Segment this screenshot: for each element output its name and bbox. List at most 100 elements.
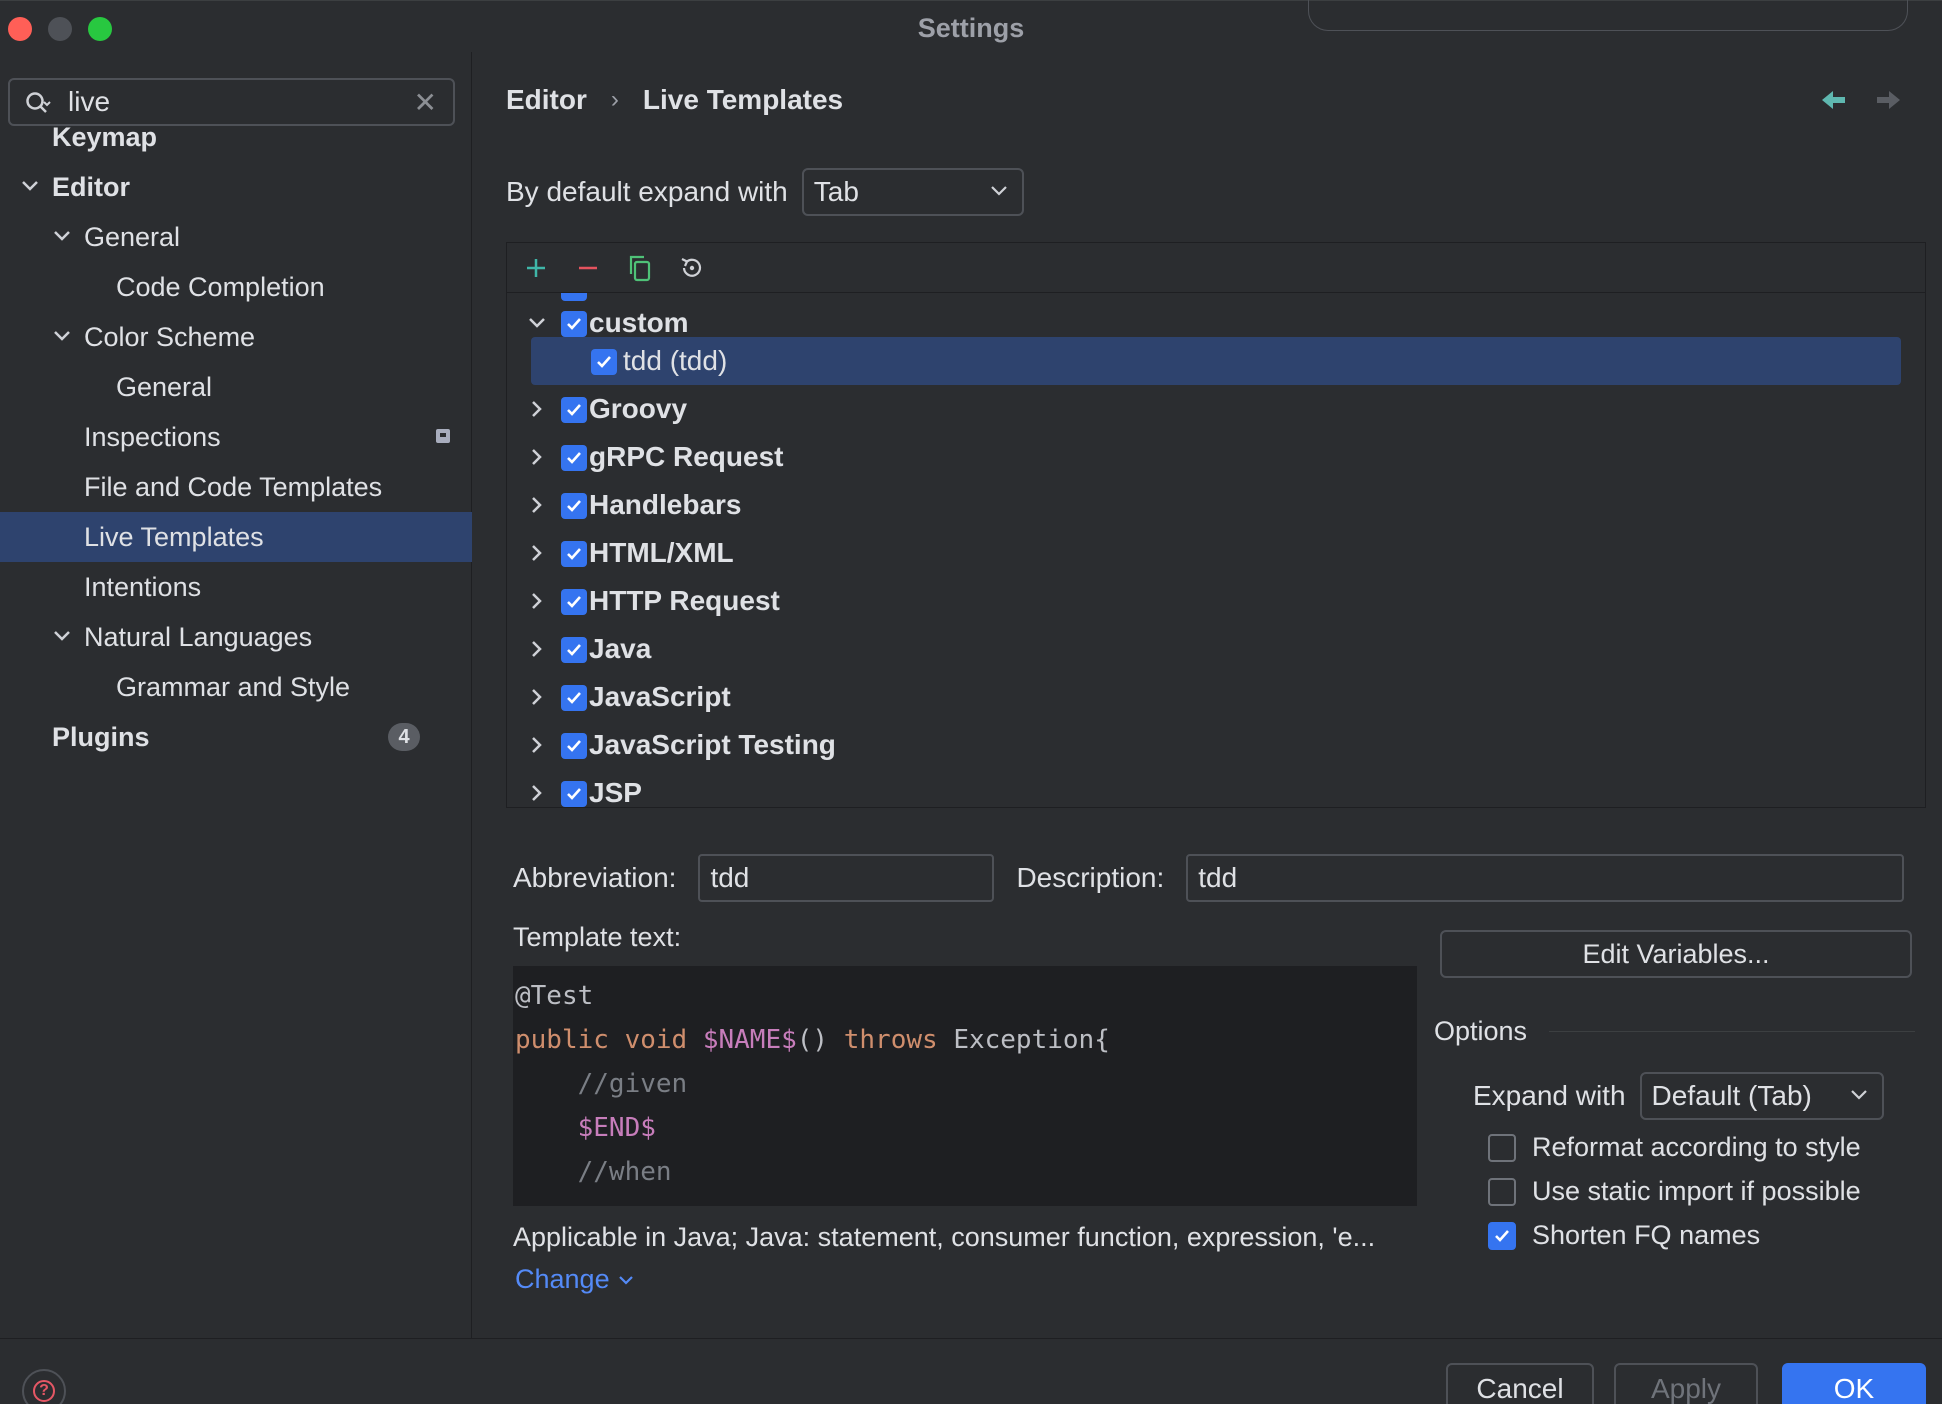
- tree-group-grpc-request[interactable]: gRPC Request: [507, 433, 1925, 481]
- tree-group-handlebars[interactable]: Handlebars: [507, 481, 1925, 529]
- chevron-down-icon[interactable]: [52, 612, 72, 662]
- expand-with-dropdown[interactable]: Default (Tab): [1639, 1072, 1884, 1120]
- restore-icon[interactable]: [677, 253, 707, 283]
- tree-row-label: JSP: [589, 777, 642, 807]
- checkbox-unchecked-icon[interactable]: [1488, 1133, 1516, 1162]
- maximize-window-button[interactable]: [88, 17, 112, 41]
- chevron-right-icon[interactable]: [527, 783, 547, 803]
- copy-icon[interactable]: [625, 253, 655, 283]
- sidebar-item-editor[interactable]: Editor: [0, 162, 472, 212]
- edit-variables-button[interactable]: Edit Variables...: [1440, 930, 1912, 978]
- default-expand-dropdown[interactable]: Tab: [801, 168, 1024, 216]
- tree-group-jsp[interactable]: JSP: [507, 769, 1925, 807]
- description-field[interactable]: tdd: [1186, 854, 1905, 902]
- plus-icon[interactable]: [521, 253, 551, 283]
- chevron-right-icon[interactable]: [527, 735, 547, 755]
- checkbox-checked-icon[interactable]: [561, 493, 587, 519]
- code-keyword: throws: [843, 1025, 954, 1055]
- options-title: Options: [1434, 1016, 1528, 1046]
- search-input[interactable]: live: [68, 86, 111, 117]
- sidebar-item-code-completion[interactable]: Code Completion: [0, 262, 472, 312]
- tree-row-label: Java: [589, 633, 652, 664]
- chevron-down-icon[interactable]: [20, 162, 40, 212]
- checkbox-checked-icon[interactable]: [561, 733, 587, 759]
- abbreviation-field[interactable]: tdd: [698, 854, 995, 902]
- tree-row-label: JavaScript Testing: [589, 729, 836, 760]
- sidebar-item-label: General: [84, 222, 181, 252]
- change-link-label: Change: [515, 1264, 610, 1294]
- code-line: $END$: [515, 1113, 656, 1143]
- close-window-button[interactable]: [8, 17, 32, 41]
- tree-item-tdd[interactable]: tdd (tdd): [531, 337, 1901, 385]
- sidebar-item-general[interactable]: General: [0, 212, 472, 262]
- checkbox-checked-icon[interactable]: [561, 781, 587, 807]
- checkbox-checked-icon[interactable]: [561, 397, 587, 423]
- chevron-right-icon[interactable]: [527, 399, 547, 419]
- checkbox-checked-icon[interactable]: [561, 311, 587, 337]
- abbreviation-value: tdd: [710, 862, 750, 893]
- checkbox-checked-icon[interactable]: [561, 445, 587, 471]
- checkbox-checked-icon[interactable]: [1488, 1221, 1516, 1250]
- arrow-right-icon[interactable]: [1874, 88, 1902, 112]
- chevron-right-icon[interactable]: [527, 543, 547, 563]
- breadcrumb-editor[interactable]: Editor: [506, 84, 587, 115]
- chevron-right-icon[interactable]: [527, 591, 547, 611]
- cancel-button[interactable]: Cancel: [1446, 1363, 1594, 1404]
- settings-main-panel: Editor › Live Templates By default expan…: [473, 52, 1942, 1338]
- chevron-down-icon[interactable]: [52, 212, 72, 262]
- tree-group-java[interactable]: Java: [507, 625, 1925, 673]
- tree-group-javascript-testing[interactable]: JavaScript Testing: [507, 721, 1925, 769]
- tree-group-custom[interactable]: custom: [507, 299, 1925, 347]
- sidebar-item-label: Color Scheme: [84, 322, 256, 352]
- tree-group-groovy[interactable]: Groovy: [507, 385, 1925, 433]
- sidebar-item-natural-languages[interactable]: Natural Languages: [0, 612, 472, 662]
- chevron-down-icon: [990, 186, 1007, 196]
- apply-button[interactable]: Apply: [1614, 1363, 1758, 1404]
- tree-group-html-xml[interactable]: HTML/XML: [507, 529, 1925, 577]
- tree-group-javascript[interactable]: JavaScript: [507, 673, 1925, 721]
- shorten-fq-checkbox-row[interactable]: Shorten FQ names: [1488, 1220, 1760, 1251]
- sidebar-item-intentions[interactable]: Intentions: [0, 562, 472, 612]
- template-text-editor[interactable]: @Test public void $NAME$() throws Except…: [513, 966, 1417, 1206]
- tree-row-label: JavaScript: [589, 681, 731, 712]
- checkbox-checked-icon[interactable]: [561, 541, 587, 567]
- tree-group-http-request[interactable]: HTTP Request: [507, 577, 1925, 625]
- settings-search-field[interactable]: live ✕: [8, 78, 455, 126]
- chevron-right-icon[interactable]: [527, 495, 547, 515]
- templates-tree-panel: custom tdd (tdd) Groovy gRPC Request Han…: [506, 242, 1926, 808]
- checkbox-unchecked-icon[interactable]: [1488, 1177, 1516, 1206]
- help-button[interactable]: ?: [22, 1369, 66, 1404]
- minimize-window-button[interactable]: [48, 17, 72, 41]
- templates-tree: custom tdd (tdd) Groovy gRPC Request Han…: [507, 293, 1925, 807]
- arrow-left-icon[interactable]: [1820, 88, 1848, 112]
- chevron-down-icon[interactable]: [52, 312, 72, 362]
- chevron-right-icon[interactable]: [527, 687, 547, 707]
- templates-toolbar: [507, 243, 1925, 293]
- sidebar-item-inspections[interactable]: Inspections: [0, 412, 472, 462]
- reformat-checkbox-row[interactable]: Reformat according to style: [1488, 1132, 1861, 1163]
- sidebar-item-live-templates[interactable]: Live Templates: [0, 512, 472, 562]
- chevron-down-icon[interactable]: [527, 313, 547, 333]
- checkbox-checked-icon[interactable]: [561, 637, 587, 663]
- sidebar-item-label: Code Completion: [116, 272, 325, 302]
- ok-button[interactable]: OK: [1782, 1363, 1926, 1404]
- sidebar-item-plugins[interactable]: Plugins 4: [0, 712, 472, 762]
- static-import-checkbox-row[interactable]: Use static import if possible: [1488, 1176, 1861, 1207]
- sidebar-item-keymap[interactable]: Keymap: [0, 112, 472, 162]
- template-text-label: Template text:: [513, 922, 682, 952]
- expand-with-row: Expand with Default (Tab): [1473, 1072, 1884, 1120]
- change-context-link[interactable]: Change: [515, 1264, 634, 1295]
- sidebar-item-label: Plugins: [52, 722, 150, 752]
- checkbox-checked-icon[interactable]: [561, 589, 587, 615]
- clear-search-icon[interactable]: ✕: [413, 87, 437, 118]
- sidebar-item-grammar-style[interactable]: Grammar and Style: [0, 662, 472, 712]
- sidebar-item-color-scheme-general[interactable]: General: [0, 362, 472, 412]
- chevron-right-icon[interactable]: [527, 639, 547, 659]
- chevron-right-icon[interactable]: [527, 447, 547, 467]
- minus-icon[interactable]: [573, 253, 603, 283]
- checkbox-checked-icon[interactable]: [591, 349, 617, 375]
- sidebar-item-file-code-templates[interactable]: File and Code Templates: [0, 462, 472, 512]
- description-label: Description:: [1016, 862, 1165, 893]
- sidebar-item-color-scheme[interactable]: Color Scheme: [0, 312, 472, 362]
- checkbox-checked-icon[interactable]: [561, 685, 587, 711]
